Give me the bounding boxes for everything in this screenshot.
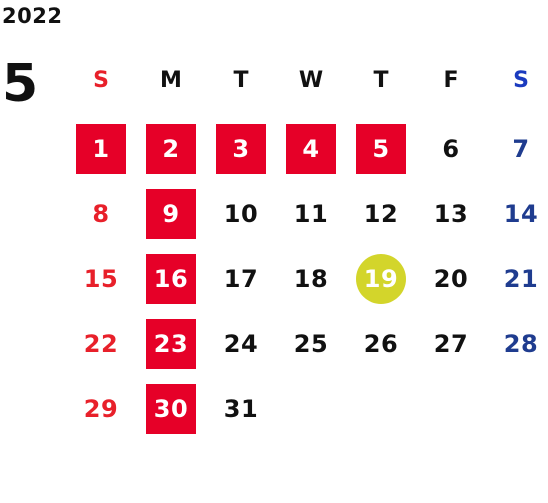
day-cell[interactable]: 24	[223, 330, 259, 358]
day-cell-holiday[interactable]: 30	[146, 384, 196, 434]
day-cell-holiday[interactable]: 3	[216, 124, 266, 174]
weekday-header-thu: T	[373, 67, 389, 93]
day-cell[interactable]: 15	[83, 265, 119, 293]
day-cell[interactable]: 29	[83, 395, 119, 423]
day-cell[interactable]: 21	[503, 265, 539, 293]
day-cell-holiday[interactable]: 1	[76, 124, 126, 174]
weekday-header-mon: M	[160, 67, 182, 93]
day-cell-today[interactable]: 19	[356, 254, 406, 304]
day-cell[interactable]: 28	[503, 330, 539, 358]
day-cell[interactable]: 31	[223, 395, 259, 423]
weekday-header-wed: W	[298, 67, 324, 93]
day-cell[interactable]: 8	[92, 200, 110, 228]
day-cell[interactable]: 25	[293, 330, 329, 358]
day-cell[interactable]: 13	[433, 200, 469, 228]
day-cell-holiday[interactable]: 16	[146, 254, 196, 304]
weekday-header-tue: T	[233, 67, 249, 93]
day-cell[interactable]: 14	[503, 200, 539, 228]
weekday-header-sat: S	[513, 67, 529, 93]
day-cell[interactable]: 27	[433, 330, 469, 358]
day-cell[interactable]: 17	[223, 265, 259, 293]
day-cell-holiday[interactable]: 4	[286, 124, 336, 174]
day-cell[interactable]: 6	[442, 135, 460, 163]
day-cell[interactable]: 18	[293, 265, 329, 293]
day-cell[interactable]: 20	[433, 265, 469, 293]
day-cell[interactable]: 26	[363, 330, 399, 358]
weekday-header-fri: F	[443, 67, 459, 93]
month-number: 5	[2, 54, 39, 114]
day-cell[interactable]: 11	[293, 200, 329, 228]
day-cell-holiday[interactable]: 9	[146, 189, 196, 239]
day-cell-holiday[interactable]: 2	[146, 124, 196, 174]
day-cell-holiday[interactable]: 5	[356, 124, 406, 174]
year-label: 2022	[2, 4, 63, 28]
day-cell-holiday[interactable]: 23	[146, 319, 196, 369]
day-cell[interactable]: 22	[83, 330, 119, 358]
day-cell[interactable]: 12	[363, 200, 399, 228]
weekday-header-sun: S	[93, 67, 109, 93]
day-cell[interactable]: 10	[223, 200, 259, 228]
day-cell[interactable]: 7	[512, 135, 530, 163]
